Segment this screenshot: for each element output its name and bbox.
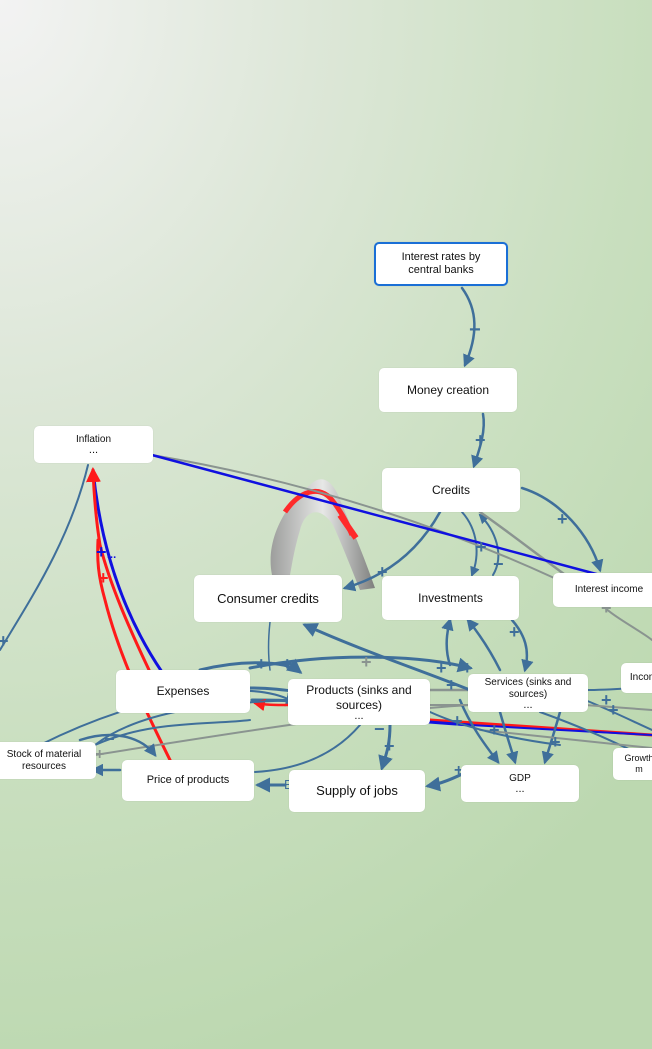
node-consumer-credits[interactable]: Consumer credits bbox=[194, 575, 342, 622]
node-interest-rates[interactable]: Interest rates by central banks bbox=[374, 242, 508, 286]
polarity-plus: + bbox=[282, 654, 293, 674]
delay-mark: E bbox=[284, 777, 293, 792]
polarity-ellipsis: ... bbox=[107, 549, 116, 561]
polarity-plus: + bbox=[384, 736, 395, 756]
node-supply-jobs[interactable]: Supply of jobs bbox=[289, 770, 425, 812]
node-label: GDP bbox=[509, 773, 531, 784]
polarity-minus: − bbox=[493, 554, 504, 574]
node-products[interactable]: Products (sinks and sources) ... bbox=[288, 679, 430, 725]
node-label: Products (sinks and sources) bbox=[306, 683, 412, 712]
polarity-plus: + bbox=[475, 430, 486, 450]
node-label: Stock of material resources bbox=[6, 748, 82, 772]
polarity-plus: + bbox=[550, 732, 561, 752]
polarity-minus: − bbox=[104, 729, 115, 749]
polarity-plus: + bbox=[452, 711, 463, 731]
node-stock-material[interactable]: Stock of material resources bbox=[0, 742, 96, 779]
node-more: ... bbox=[88, 444, 99, 456]
node-investments[interactable]: Investments bbox=[382, 576, 519, 620]
node-label: Services (sinks and sources) bbox=[484, 676, 572, 700]
node-gdp[interactable]: GDP ... bbox=[461, 765, 579, 802]
link-credits-consumer bbox=[342, 510, 442, 592]
polarity-marks: − + + + + − + + + + ... + + + + + + + + … bbox=[0, 319, 619, 792]
node-income[interactable]: Incom bbox=[621, 663, 652, 693]
node-more: ... bbox=[354, 709, 364, 722]
node-label: Investments bbox=[418, 590, 483, 605]
polarity-plus: + bbox=[601, 690, 612, 710]
node-label: Supply of jobs bbox=[316, 783, 398, 799]
node-label: Price of products bbox=[146, 773, 230, 786]
polarity-plus: + bbox=[436, 658, 447, 678]
polarity-plus: + bbox=[608, 700, 619, 720]
link-credits-interest-income bbox=[520, 486, 604, 573]
polarity-plus: + bbox=[377, 562, 388, 582]
node-label: Incom bbox=[629, 672, 652, 683]
node-label: Money creation bbox=[406, 382, 490, 397]
polarity-plus: + bbox=[557, 509, 568, 529]
polarity-plus: + bbox=[256, 654, 267, 674]
polarity-plus: + bbox=[509, 622, 520, 642]
polarity-plus: + bbox=[361, 652, 372, 672]
link-money-credits bbox=[471, 412, 485, 469]
node-label: Credits bbox=[431, 482, 470, 497]
polarity-plus: + bbox=[95, 746, 104, 763]
node-label: Growth m bbox=[624, 753, 652, 774]
3d-shape-decoration bbox=[270, 479, 375, 590]
node-money-creation[interactable]: Money creation bbox=[379, 368, 517, 412]
polarity-plus: + bbox=[0, 631, 9, 651]
node-more: ... bbox=[523, 698, 533, 711]
polarity-minus: − bbox=[469, 319, 481, 341]
node-label: Consumer credits bbox=[217, 590, 319, 606]
polarity-plus: + bbox=[476, 537, 487, 557]
polarity-minus: − bbox=[374, 719, 385, 739]
polarity-plus: + bbox=[489, 720, 500, 740]
link-expenses-inflation bbox=[91, 468, 164, 674]
node-label: Interest rates by central banks bbox=[401, 250, 481, 276]
polarity-plus: + bbox=[462, 658, 473, 678]
polarity-plus: + bbox=[601, 598, 612, 618]
node-label: Inflation bbox=[75, 434, 112, 445]
node-credits[interactable]: Credits bbox=[382, 468, 520, 512]
polarity-plus-highlight: + bbox=[98, 568, 109, 588]
link-investments-services bbox=[510, 618, 534, 673]
polarity-plus-selected: + bbox=[96, 542, 107, 562]
polarity-plus: + bbox=[446, 675, 457, 695]
node-growth[interactable]: Growth m bbox=[613, 748, 652, 780]
node-interest-income[interactable]: Interest income bbox=[553, 573, 652, 607]
link-products-jobs bbox=[378, 723, 393, 771]
node-price-products[interactable]: Price of products bbox=[122, 760, 254, 801]
node-more: ... bbox=[515, 783, 525, 795]
polarity-plus: + bbox=[454, 762, 463, 779]
node-inflation[interactable]: Inflation ... bbox=[34, 426, 153, 463]
link-interest-money bbox=[460, 286, 476, 368]
link-inflation-interest-selected bbox=[150, 453, 602, 577]
node-expenses[interactable]: Expenses bbox=[116, 670, 250, 713]
node-label: Interest income bbox=[574, 584, 644, 595]
node-services[interactable]: Services (sinks and sources) ... bbox=[468, 674, 588, 712]
node-label: Expenses bbox=[156, 684, 210, 699]
link-inflation-interest-grey bbox=[151, 454, 601, 601]
